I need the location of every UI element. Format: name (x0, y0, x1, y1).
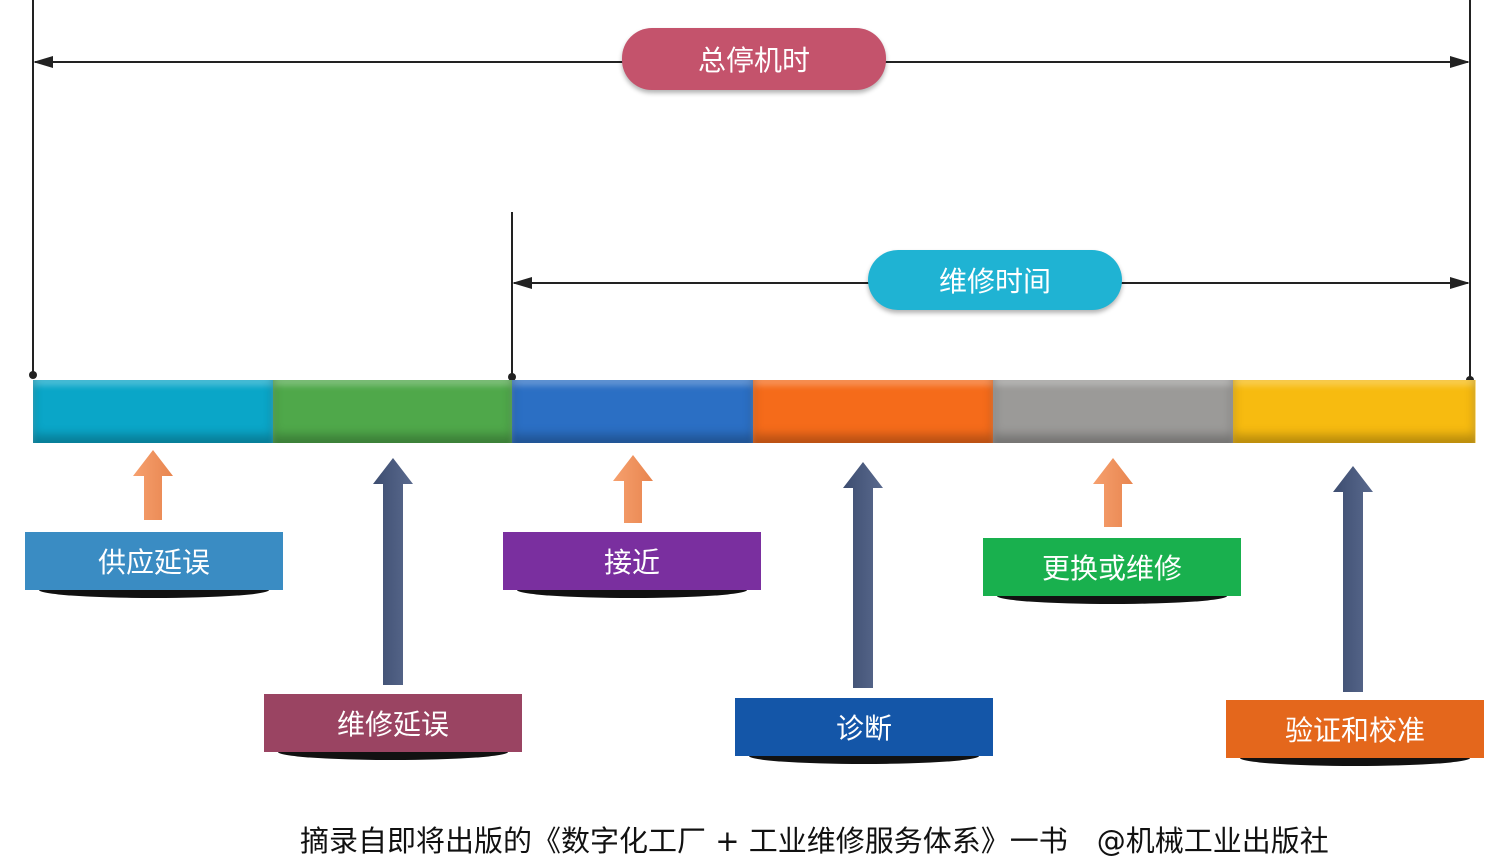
stage-arrows (133, 450, 1373, 692)
timeline-segment (1233, 380, 1476, 443)
timeline-segment (753, 380, 994, 443)
stage-box: 供应延误 (25, 532, 283, 598)
stage-box: 更换或维修 (983, 538, 1241, 604)
up-arrow-icon (1333, 466, 1373, 692)
up-arrow-icon (843, 462, 883, 688)
timeline-segment (273, 380, 513, 443)
timeline-segment (993, 380, 1234, 443)
caption: 摘录自即将出版的《数字化工厂 + 工业维修服务体系》一书 @机械工业出版社 (300, 824, 1329, 858)
up-arrow-icon (613, 455, 653, 523)
total-downtime-label: 总停机时 (622, 28, 886, 90)
endpoint-dot (29, 371, 37, 379)
up-arrow-icon (1093, 458, 1133, 527)
stage-box: 验证和校准 (1226, 700, 1484, 766)
up-arrow-icon (133, 450, 173, 520)
endpoint-dot (508, 373, 516, 381)
stage-box: 诊断 (735, 698, 993, 764)
stage-box: 接近 (503, 532, 761, 598)
stage-box: 维修延误 (264, 694, 522, 760)
up-arrow-icon (373, 458, 413, 685)
timeline-segment (512, 380, 754, 443)
repair-time-label: 维修时间 (868, 250, 1122, 310)
timeline-segment (33, 380, 274, 443)
